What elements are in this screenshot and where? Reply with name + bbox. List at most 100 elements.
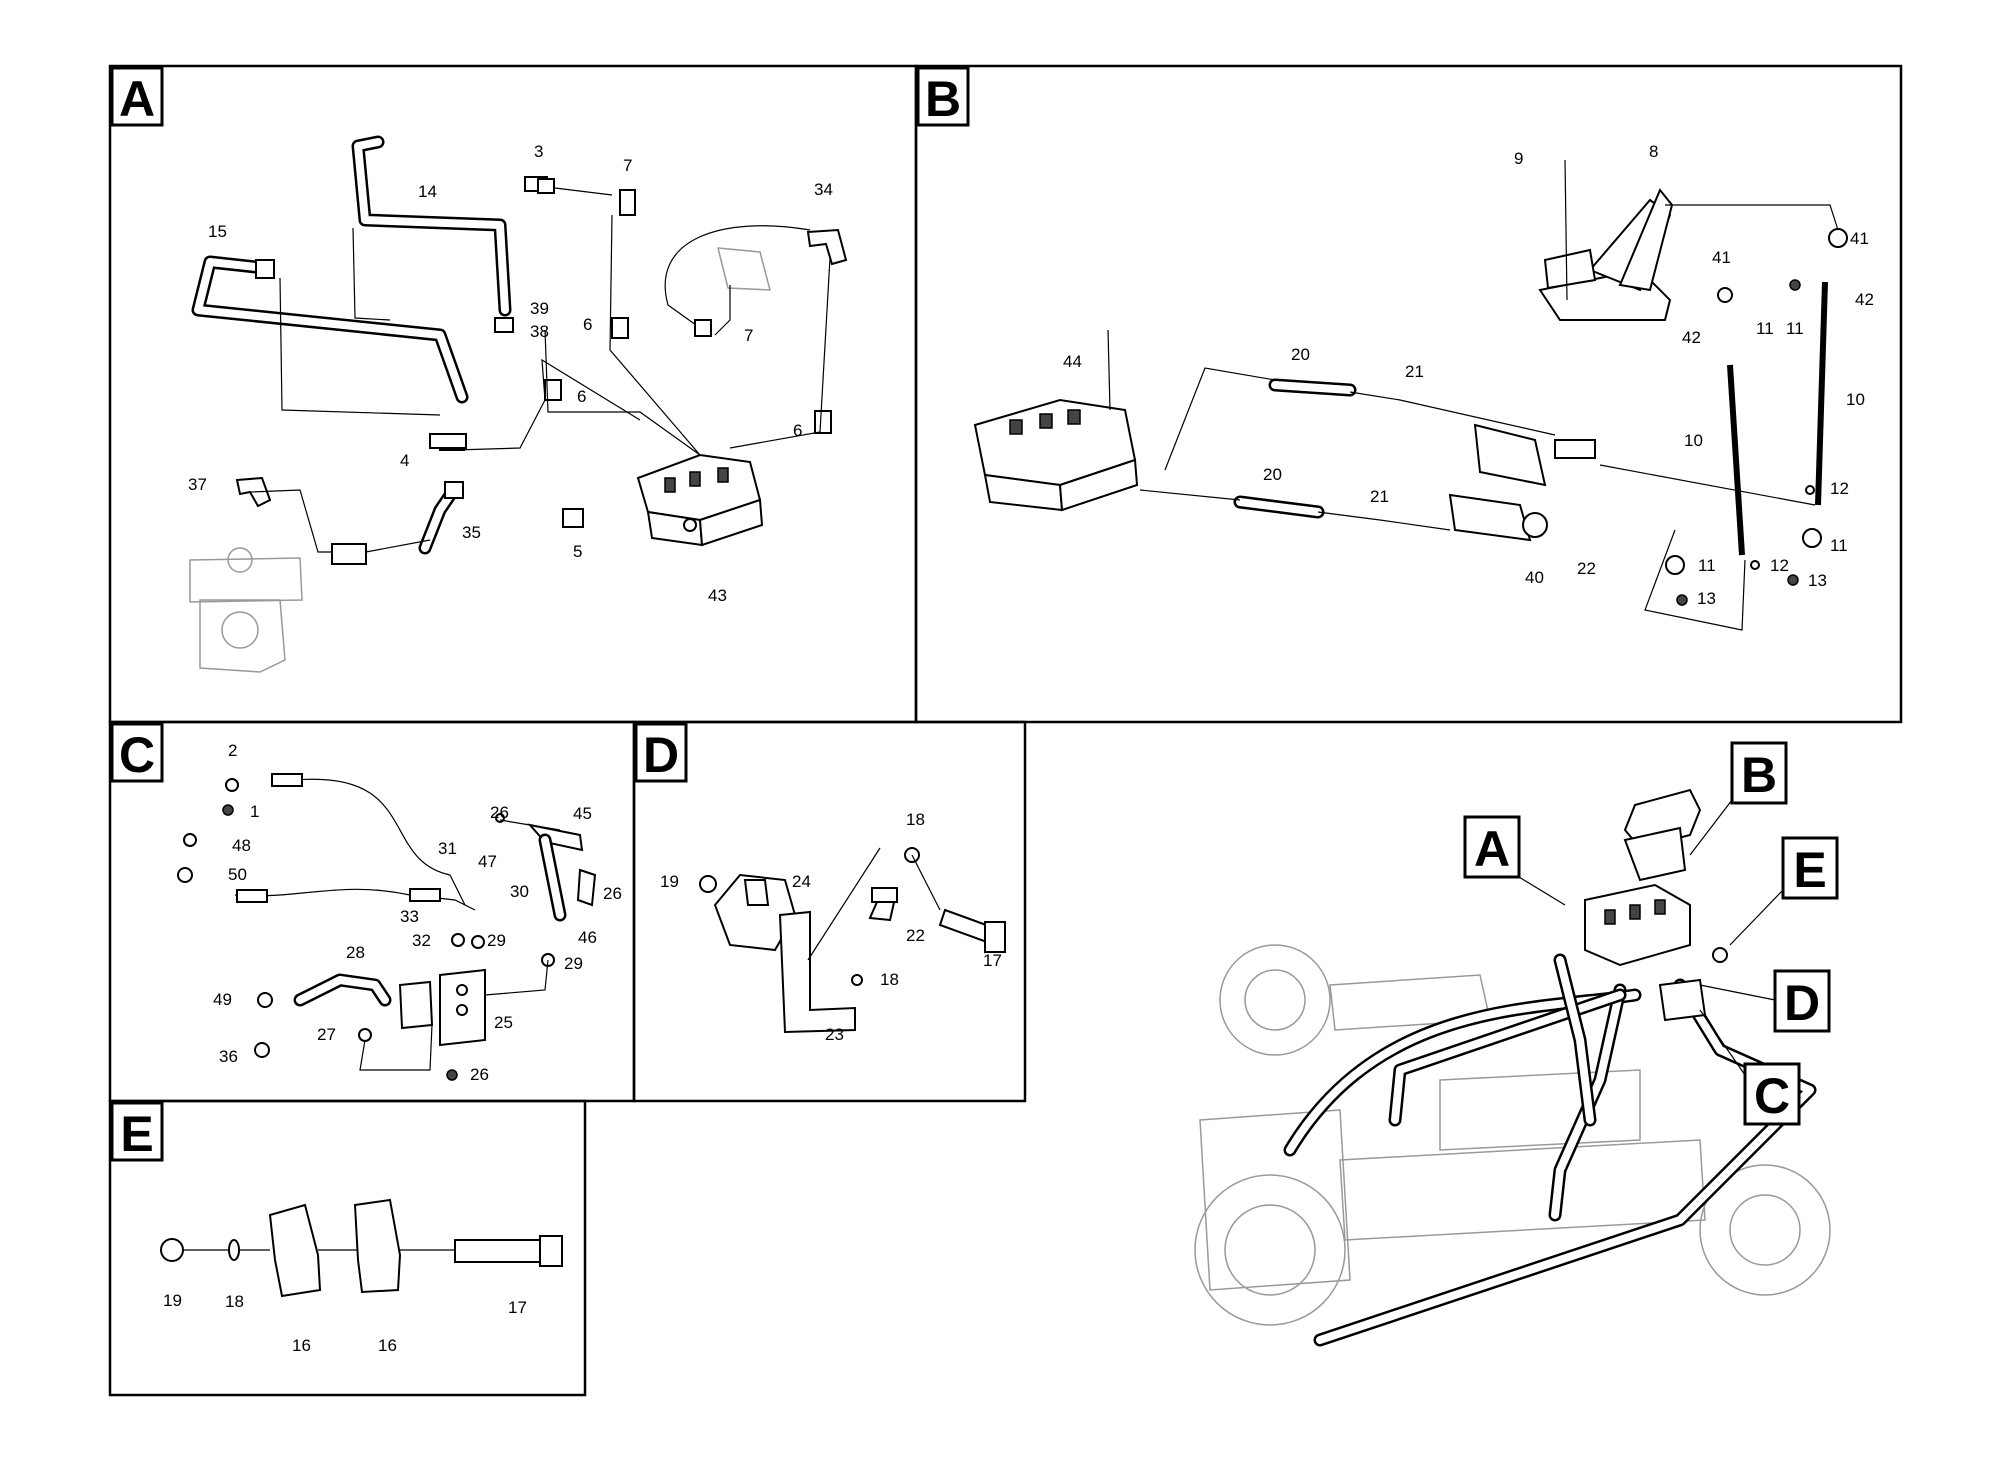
part-label: 7	[744, 326, 753, 345]
part-label: 21	[1405, 362, 1424, 381]
part-label: 50	[228, 865, 247, 884]
part-label: 24	[792, 872, 811, 891]
labels-panel-a: 3 7 14 34 15 39 38 6 7 6 6 4 37 35 5 43 …	[188, 142, 833, 605]
part-label: 13	[1697, 589, 1716, 608]
brake-pedal-8	[1538, 159, 1674, 321]
overview-callout-b: B	[1689, 741, 1788, 856]
part-label: 42	[1855, 290, 1874, 309]
part-label: 6	[793, 421, 802, 440]
part-label: 47	[478, 852, 497, 871]
control-valve-44	[973, 329, 1139, 512]
part-label: 19	[660, 872, 679, 891]
svg-text:E: E	[1793, 842, 1826, 898]
part-label: 43	[708, 586, 727, 605]
svg-text:D: D	[1784, 975, 1820, 1031]
overview-callout-a: A	[1463, 815, 1566, 906]
panel-a-frame	[108, 64, 918, 724]
part-label: 15	[208, 222, 227, 241]
part-label: 40	[1525, 568, 1544, 587]
part-label: 22	[906, 926, 925, 945]
panel-frames	[108, 64, 1903, 1397]
control-valve-43	[636, 453, 764, 547]
labels-panel-c: 2 1 48 50 26 45 31 47 30 26 33 46 32 29 …	[213, 741, 622, 1084]
part-label: 2	[228, 741, 237, 760]
part-label: 34	[814, 180, 833, 199]
panel-b-drawing	[973, 159, 1848, 631]
part-label: 20	[1291, 345, 1310, 364]
part-label: 18	[880, 970, 899, 989]
part-label: 10	[1684, 431, 1703, 450]
svg-text:D: D	[643, 727, 679, 783]
part-label: 8	[1649, 142, 1658, 161]
part-label: 17	[508, 1298, 527, 1317]
svg-text:B: B	[925, 71, 961, 127]
panel-d-letter: D	[634, 722, 688, 783]
part-label: 17	[983, 951, 1002, 970]
part-label: 18	[225, 1292, 244, 1311]
part-label: 1	[250, 802, 259, 821]
part-label: 29	[564, 954, 583, 973]
part-label: 18	[906, 810, 925, 829]
part-label: 23	[825, 1025, 844, 1044]
part-label: 9	[1514, 149, 1523, 168]
part-label: 41	[1850, 229, 1869, 248]
part-label: 6	[583, 315, 592, 334]
part-label: 6	[577, 387, 586, 406]
part-label: 16	[378, 1336, 397, 1355]
part-label: 19	[163, 1291, 182, 1310]
part-label: 46	[578, 928, 597, 947]
part-label: 28	[346, 943, 365, 962]
part-label: 12	[1770, 556, 1789, 575]
part-label: 39	[530, 299, 549, 318]
part-label: 7	[623, 156, 632, 175]
part-label: 11	[1698, 556, 1716, 575]
part-label: 37	[188, 475, 207, 494]
svg-text:A: A	[1474, 821, 1510, 877]
labels-panel-e: 19 18 16 16 17	[163, 1291, 527, 1355]
part-label: 22	[1577, 559, 1596, 578]
svg-text:C: C	[1754, 1068, 1790, 1124]
overview-assembly	[1194, 788, 1831, 1347]
svg-text:E: E	[120, 1106, 153, 1162]
part-label: 49	[213, 990, 232, 1009]
panel-c-drawing	[177, 773, 597, 1081]
part-label: 14	[418, 182, 437, 201]
part-label: 5	[573, 542, 582, 561]
part-label: 31	[438, 839, 457, 858]
part-label: 36	[219, 1047, 238, 1066]
svg-text:C: C	[119, 727, 155, 783]
part-label: 41	[1712, 248, 1731, 267]
panel-e-frame	[108, 1099, 587, 1397]
panel-d-drawing	[699, 847, 1006, 1034]
overview-callout-e: E	[1729, 836, 1839, 946]
part-label: 32	[412, 931, 431, 950]
part-label: 4	[400, 451, 409, 470]
part-label: 25	[494, 1013, 513, 1032]
panel-b-letter: B	[916, 66, 970, 127]
part-label: 16	[292, 1336, 311, 1355]
part-label: 3	[534, 142, 543, 161]
part-label: 26	[603, 884, 622, 903]
part-label: 11	[1756, 319, 1774, 338]
panel-d-frame	[632, 720, 1027, 1103]
panel-b-frame	[914, 64, 1903, 724]
part-label: 44	[1063, 352, 1082, 371]
part-label: 13	[1808, 571, 1827, 590]
part-label: 26	[490, 803, 509, 822]
panel-a-drawing	[189, 135, 848, 673]
part-label: 11	[1830, 536, 1848, 555]
part-label: 21	[1370, 487, 1389, 506]
part-label: 48	[232, 836, 251, 855]
part-label: 26	[470, 1065, 489, 1084]
part-label: 27	[317, 1025, 336, 1044]
part-label: 35	[462, 523, 481, 542]
part-label: 11	[1786, 319, 1804, 338]
panel-c-letter: C	[110, 722, 164, 783]
part-label: 30	[510, 882, 529, 901]
panel-e-letter: E	[110, 1101, 164, 1162]
labels-panel-b: 9 8 41 41 11 42 11 42 44 20 21 10 10 20 …	[1063, 142, 1874, 608]
part-label: 12	[1830, 479, 1849, 498]
svg-text:B: B	[1741, 747, 1777, 803]
part-label: 38	[530, 322, 549, 341]
